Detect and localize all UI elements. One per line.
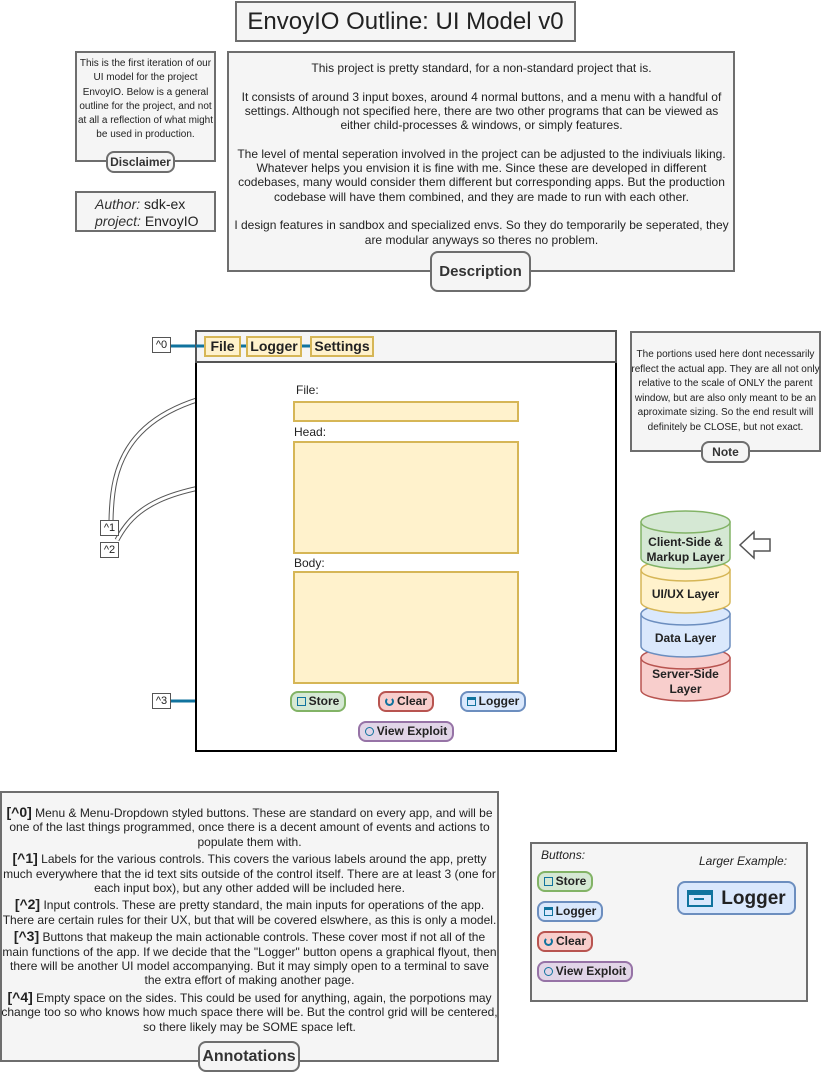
author-label: Author: (95, 196, 141, 212)
menu-file-button[interactable]: File (204, 336, 241, 357)
note-box (630, 331, 821, 452)
save-icon (543, 877, 553, 886)
body-input[interactable] (293, 571, 519, 684)
ui-ux-layer-label: UI/UX Layer (651, 587, 720, 601)
file-label: File: (296, 383, 319, 397)
page-title: EnvoyIO Outline: UI Model v0 (235, 1, 576, 42)
legend-clear-button[interactable]: Clear (537, 931, 593, 952)
ref-marker-1: ^1 (100, 520, 119, 536)
annotation-item: [^1] Labels for the various controls. Th… (3, 850, 496, 896)
description-text: This project is pretty standard, for a n… (230, 61, 733, 247)
description-paragraph: It consists of around 3 input boxes, aro… (241, 89, 722, 133)
annotations-tag: Annotations (198, 1041, 300, 1072)
annotation-item: [^0] Menu & Menu-Dropdown styled buttons… (6, 804, 493, 849)
annotation-item: [^2] Input controls. These are pretty st… (2, 896, 497, 927)
legend-buttons-title: Buttons: (541, 848, 586, 862)
window-icon (466, 697, 476, 706)
ref-marker-0: ^0 (152, 337, 171, 353)
server-side-layer-label: Server-Side Layer (652, 667, 719, 696)
layer-pointer-arrow (738, 530, 771, 560)
annotation-item: [^4] Empty space on the sides. This coul… (1, 988, 498, 1034)
legend-logger-button[interactable]: Logger (537, 901, 603, 922)
save-icon (296, 697, 306, 706)
legend-view-exploit-button[interactable]: View Exploit (537, 961, 633, 982)
legend-store-button[interactable]: Store (537, 871, 593, 892)
data-layer-shape (640, 613, 731, 658)
description-tag: Description (430, 251, 531, 292)
file-input[interactable] (293, 401, 519, 422)
server-side-layer-shape (640, 657, 731, 702)
legend-larger-title: Larger Example: (699, 854, 788, 868)
data-layer-label: Data Layer (654, 631, 717, 645)
head-label: Head: (294, 425, 327, 439)
project-value: EnvoyIO (144, 213, 199, 229)
larger-logger-button[interactable]: Logger (677, 881, 796, 915)
menu-logger-button[interactable]: Logger (246, 336, 302, 357)
annotations-text: [^0] Menu & Menu-Dropdown styled buttons… (1, 805, 498, 1036)
body-label: Body: (294, 556, 325, 570)
project-label: project: (95, 213, 141, 229)
note-tag: Note (701, 441, 750, 463)
globe-icon (543, 967, 553, 976)
menu-settings-button[interactable]: Settings (310, 336, 374, 357)
globe-icon (364, 727, 374, 736)
view-exploit-button[interactable]: View Exploit (358, 721, 454, 742)
description-paragraph: I design features in sandbox and special… (234, 218, 729, 247)
author-value: sdk-ex (144, 196, 186, 212)
ui-ux-layer-shape (640, 569, 731, 614)
annotation-item: [^3] Buttons that makeup the main action… (2, 928, 497, 988)
client-side-layer-label: Client-Side & Markup Layer (646, 535, 725, 564)
head-input[interactable] (293, 441, 519, 554)
refresh-icon (543, 937, 553, 946)
disclaimer-tag: Disclaimer (106, 151, 175, 173)
client-side-layer-shape (640, 521, 731, 570)
disclaimer-text: This is the first iteration of our UI mo… (77, 58, 214, 141)
description-paragraph: The level of mental seperation involved … (237, 146, 726, 204)
author-box: Author: sdk-ex project: EnvoyIO (75, 191, 216, 232)
window-icon (687, 889, 714, 907)
window-icon (543, 907, 553, 916)
description-box (227, 51, 735, 272)
description-paragraph: This project is pretty standard, for a n… (311, 61, 652, 75)
logger-button[interactable]: Logger (460, 691, 526, 712)
note-text: The portions used here dont necessarily … (631, 349, 820, 433)
ref-marker-2: ^2 (100, 542, 119, 558)
refresh-icon (384, 697, 394, 706)
store-button[interactable]: Store (290, 691, 346, 712)
ref-marker-3: ^3 (152, 693, 171, 709)
clear-button[interactable]: Clear (378, 691, 434, 712)
